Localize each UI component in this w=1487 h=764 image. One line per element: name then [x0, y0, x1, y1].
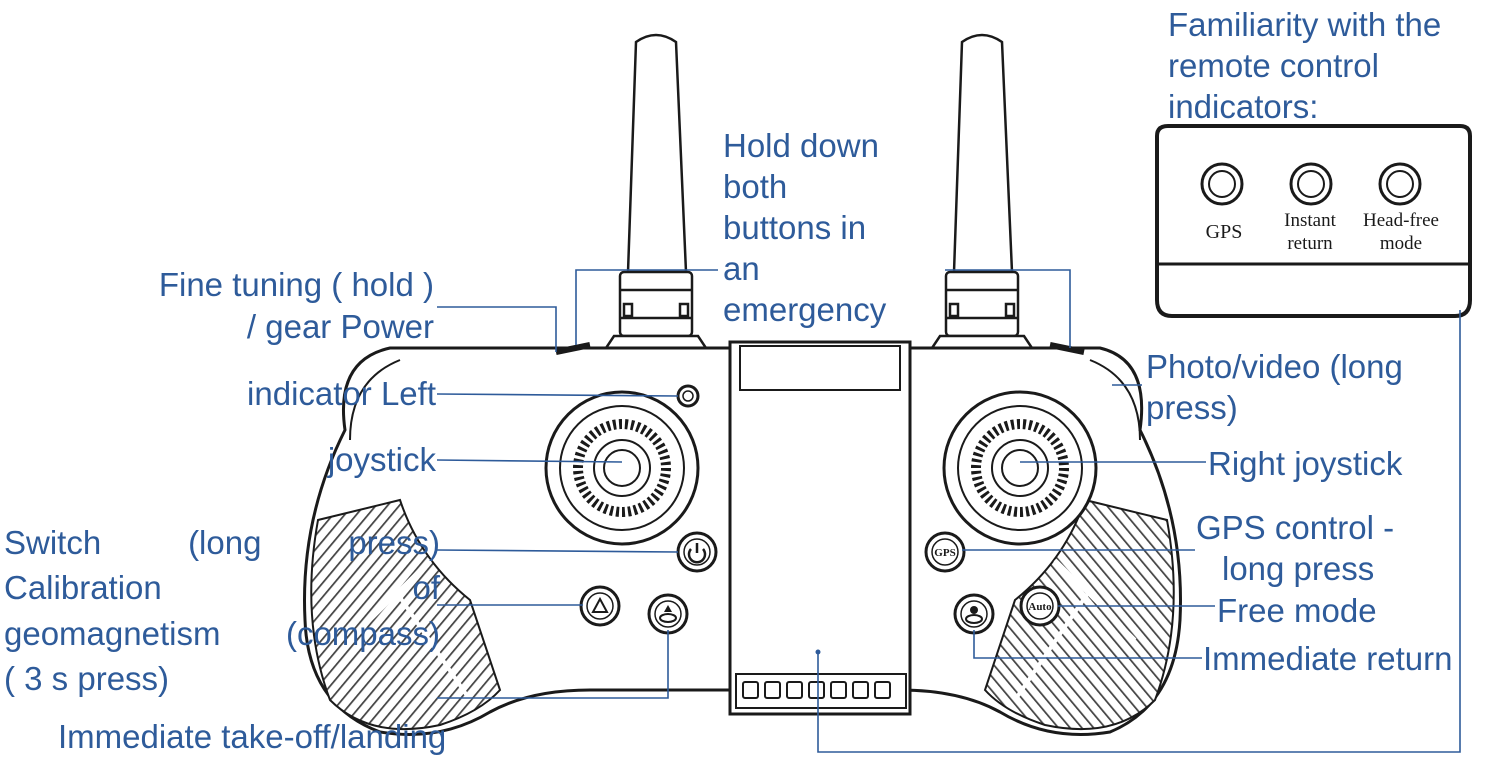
familiarity-line-3: indicators: — [1168, 88, 1319, 125]
emergency-line-3: buttons in — [723, 209, 867, 246]
label-free-mode: Free mode — [1217, 592, 1377, 629]
leader-lines — [436, 269, 1461, 753]
emergency-line-1: Hold down — [723, 127, 879, 164]
right-joystick[interactable] — [942, 390, 1098, 546]
panel-gps-text: GPS — [1206, 221, 1243, 243]
label-immediate-return: Immediate return — [1203, 640, 1453, 677]
label-gear-power: / gear Power — [246, 308, 434, 345]
panel-instant-text: Instant — [1284, 210, 1336, 231]
power-icon — [687, 543, 707, 564]
leader-fine-tuning — [437, 306, 557, 352]
calibration-button[interactable] — [579, 585, 621, 627]
head-free-button[interactable]: Auto — [1019, 585, 1061, 627]
label-geomagnetism: geomagnetism (compass) — [4, 613, 440, 654]
label-right-joystick: Right joystick — [1208, 445, 1403, 482]
leader-joystick — [436, 459, 623, 463]
label-switch-long-press: Switch (long press) — [4, 522, 440, 563]
geomagnetism-word: geomagnetism — [4, 615, 221, 652]
panel-mode-text: mode — [1380, 233, 1422, 254]
label-gps-control: GPS control - long press — [1196, 507, 1394, 589]
auto-button-text: Auto — [1028, 601, 1052, 613]
label-emergency: Hold down both buttons in an emergency — [723, 125, 886, 330]
compass-word: (compass) — [285, 615, 440, 652]
long-word: (long — [188, 524, 262, 561]
press-word: press) — [348, 524, 440, 561]
label-photo-video: Photo/video (long press) — [1146, 346, 1403, 428]
instant-return-indicator-icon — [1289, 162, 1333, 206]
emergency-line-2: both — [723, 168, 788, 205]
label-calibration: Calibration of — [4, 567, 440, 608]
label-familiarity: Familiarity with the remote control indi… — [1168, 4, 1441, 127]
leader-emergency — [575, 269, 718, 345]
panel-return-text: return — [1287, 233, 1333, 254]
emergency-line-5: emergency — [723, 291, 887, 328]
photo-line-1: Photo/video (long — [1146, 348, 1403, 385]
switch-word: Switch — [4, 524, 102, 561]
gps-button-text: GPS — [934, 547, 955, 559]
leader-indicator — [436, 393, 679, 397]
label-takeoff-landing: Immediate take-off/landing — [58, 718, 447, 755]
leader-emergency-right — [945, 269, 1071, 348]
gps-button[interactable]: GPS — [924, 531, 966, 573]
of-word: of — [412, 569, 440, 606]
port-slots — [742, 681, 891, 699]
panel-head-free-text: Head-free — [1363, 210, 1439, 231]
takeoff-landing-button[interactable] — [647, 593, 689, 635]
emergency-line-4: an — [723, 250, 760, 287]
familiarity-line-2: remote control — [1168, 47, 1379, 84]
label-indicator-left: indicator Left — [247, 375, 436, 412]
calibration-icon — [591, 596, 609, 613]
phone-holder — [728, 340, 912, 716]
return-button[interactable] — [953, 593, 995, 635]
leader-return — [973, 630, 1202, 659]
leader-dot — [815, 649, 821, 655]
familiarity-line-1: Familiarity with the — [1168, 6, 1442, 43]
label-3s-press: ( 3 s press) — [4, 660, 170, 697]
leader-panel — [817, 310, 1461, 753]
left-indicator-led — [676, 384, 700, 408]
calibration-word: Calibration — [4, 569, 162, 606]
label-fine-tuning: Fine tuning ( hold ) — [158, 266, 434, 303]
left-antenna — [603, 33, 709, 350]
return-icon — [965, 606, 983, 624]
label-joystick: joystick — [327, 441, 436, 478]
leader-switch — [436, 549, 679, 553]
indicator-panel: GPS Instant return Head-free mode — [1155, 124, 1472, 318]
gps-indicator-icon — [1200, 162, 1244, 206]
left-joystick[interactable] — [544, 390, 700, 546]
gps-line-2: long press — [1222, 550, 1375, 587]
gps-line-1: GPS control - — [1196, 509, 1395, 546]
photo-line-2: press) — [1146, 389, 1238, 426]
takeoff-icon — [659, 605, 677, 623]
leader-takeoff — [437, 630, 669, 699]
power-button[interactable] — [676, 531, 718, 573]
head-free-indicator-icon — [1378, 162, 1422, 206]
right-antenna — [929, 33, 1035, 350]
